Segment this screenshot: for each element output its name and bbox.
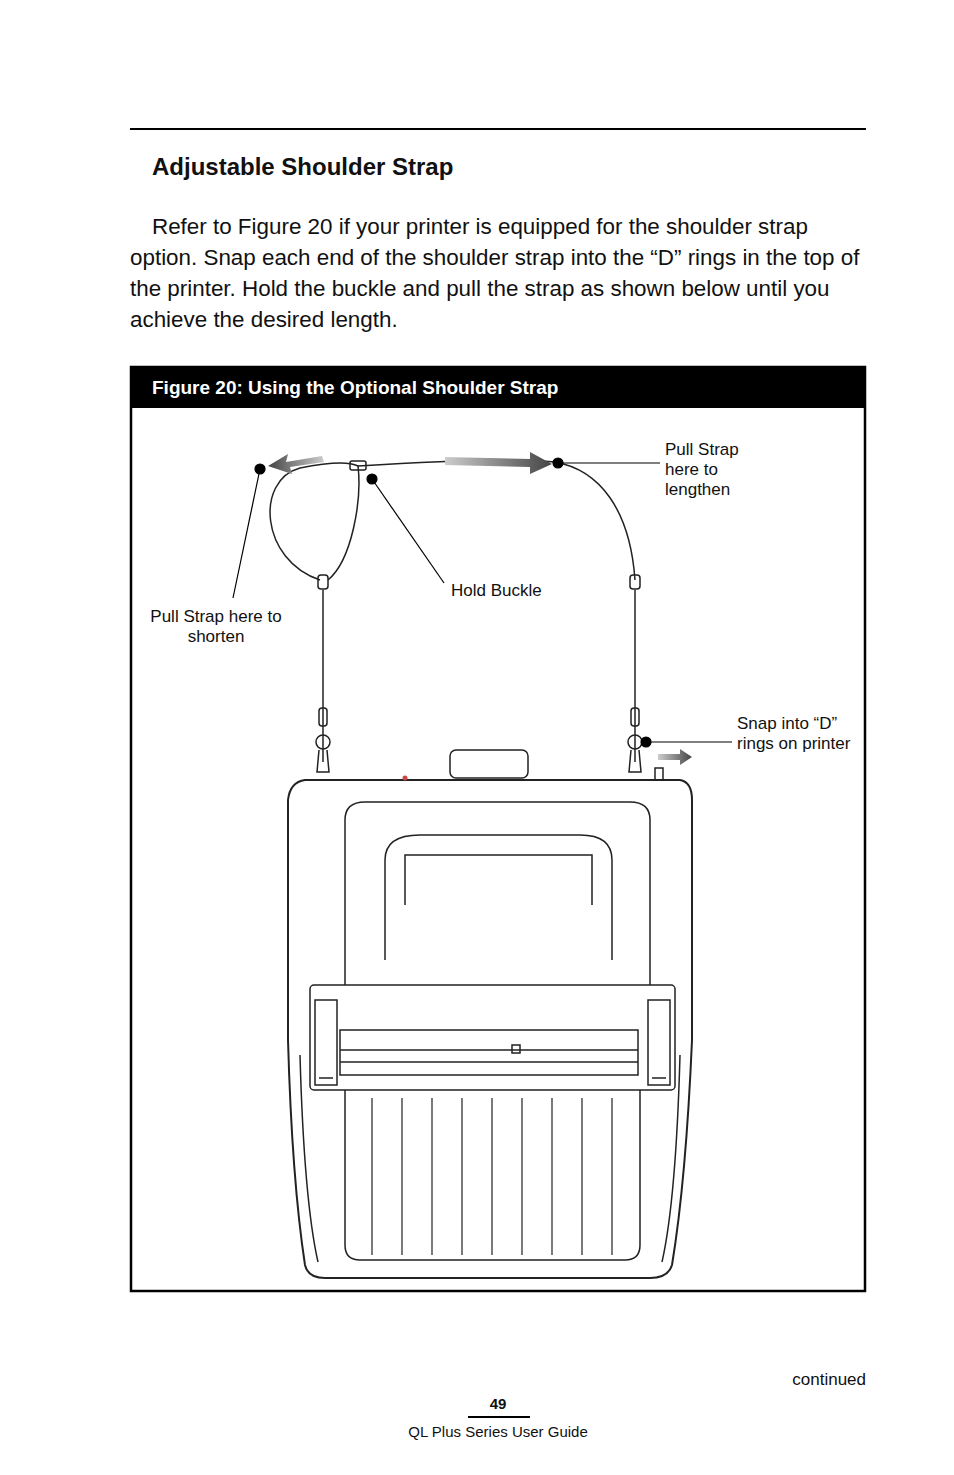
footer-title: QL Plus Series User Guide <box>300 1423 696 1440</box>
callout-label: Hold Buckle <box>451 581 542 601</box>
figure-caption: Figure 20: Using the Optional Shoulder S… <box>152 377 558 399</box>
callout-label: Pull Strap here to lengthen <box>665 440 775 500</box>
printer-rib <box>521 1098 522 1255</box>
body-paragraph: Refer to Figure 20 if your printer is eq… <box>130 211 868 335</box>
printer-rib <box>371 1098 372 1255</box>
page-number: 49 <box>467 1395 529 1412</box>
printer-rib <box>431 1098 432 1255</box>
section-heading: Adjustable Shoulder Strap <box>152 153 453 181</box>
printer-rib <box>581 1098 582 1255</box>
printer-rib <box>551 1098 552 1255</box>
continued-note: continued <box>792 1370 866 1390</box>
printer-rib <box>491 1098 492 1255</box>
callout-label: Snap into “D” rings on printer <box>737 714 855 754</box>
printer-rib <box>611 1098 612 1255</box>
printer-rib <box>461 1098 462 1255</box>
printer-rib <box>401 1098 402 1255</box>
callout-label: Pull Strap here to shorten <box>140 607 292 647</box>
